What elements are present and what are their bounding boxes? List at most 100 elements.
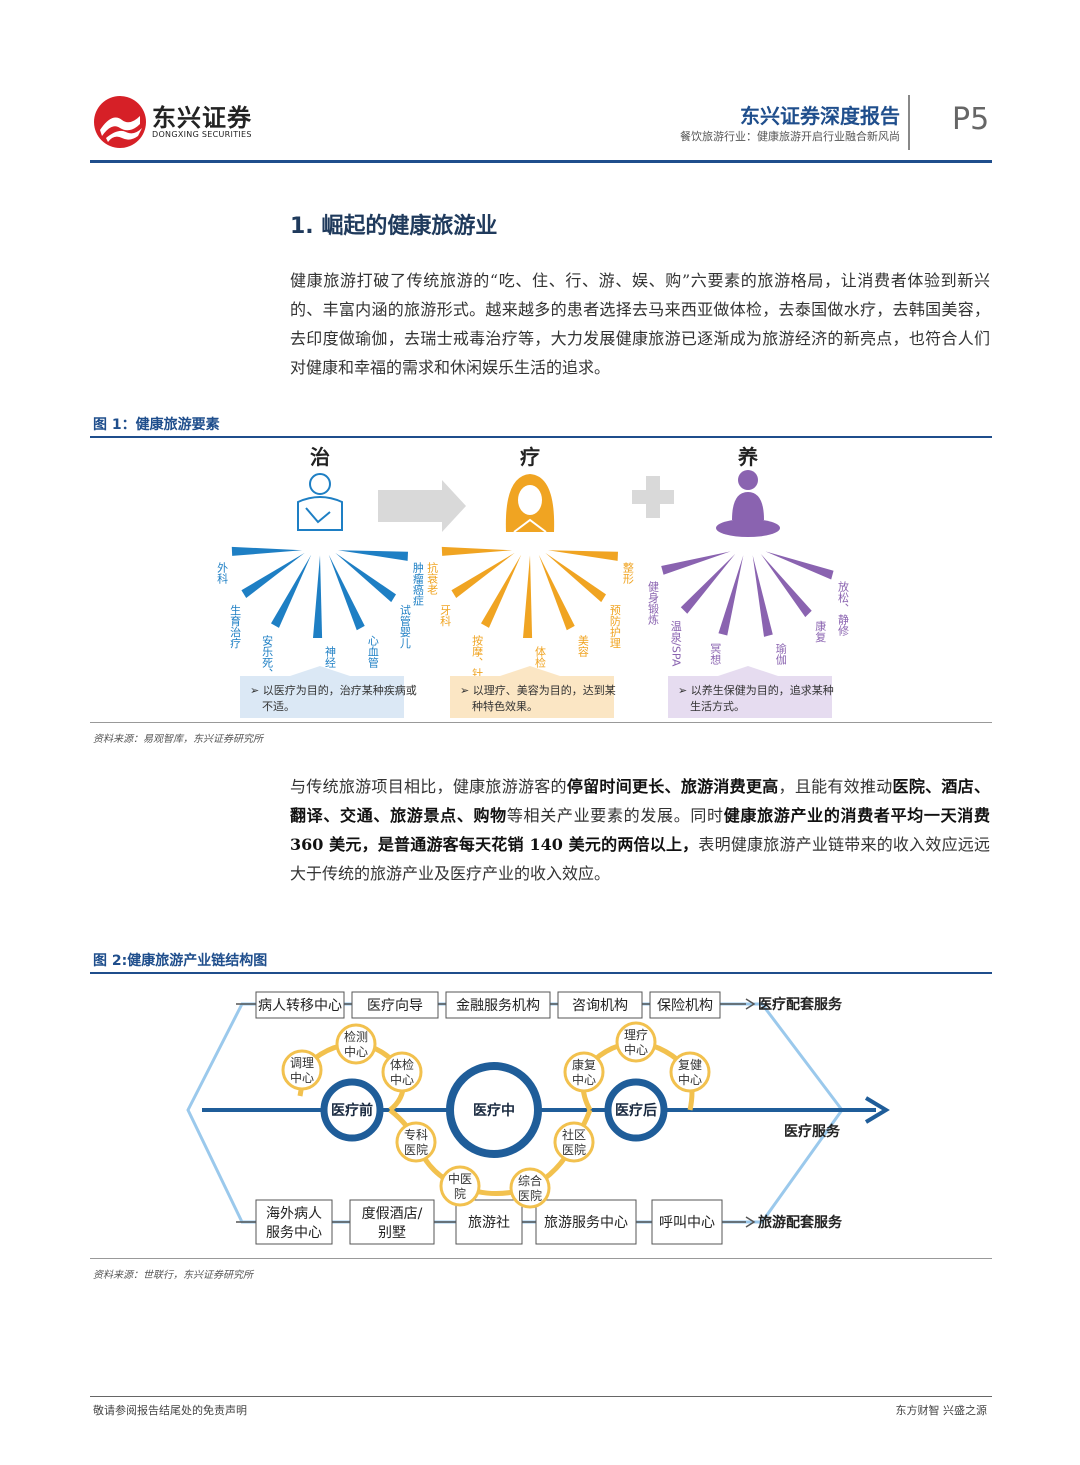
small-node-7 <box>563 1051 605 1093</box>
page-number: P5 <box>952 102 990 137</box>
ray-1-6 <box>547 550 619 561</box>
group-title-1: 疗 <box>520 445 540 469</box>
bottom-box-label-1-b: 别墅 <box>378 1225 406 1241</box>
small-node-label-5-a: 综合 <box>518 1173 542 1188</box>
small-node-label-9-b: 中心 <box>678 1072 702 1087</box>
small-node-3 <box>395 1121 437 1163</box>
p2-bold-1: 停留时间更长、旅游消费更高 <box>566 777 779 796</box>
woman-icon-face <box>518 485 542 515</box>
meditation-icon-head <box>738 470 758 490</box>
ray-2-2 <box>718 555 744 636</box>
ray-0-2 <box>271 554 312 628</box>
ray-2-0 <box>661 551 731 575</box>
small-node-1 <box>335 1023 377 1065</box>
health-tourism-elements-diagram: 治外科生育治疗安乐死、堕胎神经心血管试管婴儿肿瘤癌症➢ 以医疗为目的，治疗某种疾… <box>216 445 850 718</box>
small-node-9 <box>669 1051 711 1093</box>
ray-1-3 <box>523 555 533 638</box>
note-line1-2: ➢ 以养生保健为目的，追求某种 <box>678 683 834 697</box>
hub-0 <box>320 1078 384 1142</box>
bottom-box-label-0-a: 海外病人 <box>266 1206 322 1222</box>
figure-2-title: 图 2:健康旅游产业链结构图 <box>93 953 268 969</box>
top-box-3 <box>557 991 643 1019</box>
ray-0-4 <box>328 554 365 631</box>
small-node-8 <box>615 1021 657 1063</box>
ray-label-2-4: 康复 <box>814 619 827 643</box>
arrow-right-icon <box>378 480 466 532</box>
small-node-6 <box>553 1121 595 1163</box>
section-title: 1. 崛起的健康旅游业 <box>290 214 498 239</box>
bottom-arrowhead <box>745 1216 756 1228</box>
ray-2-4 <box>760 553 812 618</box>
ray-1-4 <box>538 554 575 631</box>
ray-0-1 <box>241 552 305 598</box>
top-box-2 <box>445 991 551 1019</box>
note-box-2 <box>668 666 832 718</box>
bottom-box-label-2: 旅游社 <box>468 1215 510 1231</box>
patient-icon-head <box>309 473 331 495</box>
ray-label-2-2: 冥想 <box>709 643 722 665</box>
ray-label-2-0: 健身锻炼 <box>646 580 659 625</box>
hub-1 <box>446 1062 542 1158</box>
ray-2-1 <box>680 553 736 614</box>
p2-text-4: 表明健康旅游产业链带来的收入效应远远大于传统的旅游产业及医疗产业的收入效应。 <box>290 835 990 883</box>
figure-1-source: 资料来源：易观智库，东兴证券研究所 <box>93 734 263 745</box>
sling-icon <box>305 507 331 524</box>
ray-label-0-3: 神经 <box>324 645 337 668</box>
small-node-label-9-a: 复健 <box>678 1058 702 1072</box>
header-divider <box>908 95 910 150</box>
small-node-label-2-a: 体检 <box>390 1057 414 1072</box>
top-box-label-1: 医疗向导 <box>367 998 423 1014</box>
header-rule <box>90 160 992 163</box>
hub-label-2: 医疗后 <box>615 1102 657 1119</box>
bottom-service-label: 旅游配套服务 <box>758 1214 843 1231</box>
ray-1-1 <box>451 552 515 598</box>
small-node-label-3-b: 医院 <box>404 1143 428 1157</box>
p2-bold-3: 健康旅游产业的消费者平均一天消费 360 美元，是普通游客每天花销 140 美元… <box>290 806 990 854</box>
small-node-label-6-b: 医院 <box>562 1143 586 1157</box>
small-node-0 <box>281 1049 323 1091</box>
ray-label-2-1: 温泉/SPA <box>669 620 682 667</box>
paragraph-1: 健康旅游打破了传统旅游的“吃、住、行、游、娱、购”六要素的旅游格局，让消费者体验… <box>290 271 990 377</box>
note-line1-0: ➢ 以医疗为目的，治疗某种疾病或 <box>250 683 417 697</box>
ray-label-0-5: 试管婴儿 <box>398 604 411 648</box>
p2-text-3: 等相关产业要素的发展。同时 <box>506 806 724 825</box>
note-line2-1: 种特色效果。 <box>472 699 538 713</box>
top-service-label: 医疗配套服务 <box>758 996 843 1013</box>
small-node-5 <box>509 1167 551 1209</box>
main-arrowhead <box>864 1096 890 1124</box>
top-box-1 <box>351 991 439 1019</box>
bottom-box-label-3: 旅游服务中心 <box>544 1215 628 1231</box>
note-box-0 <box>240 666 404 718</box>
small-node-label-4-b: 院 <box>454 1187 466 1201</box>
note-box-1 <box>450 666 614 718</box>
hub-2 <box>604 1078 668 1142</box>
ray-0-0 <box>231 546 303 556</box>
small-node-label-8-b: 中心 <box>624 1042 648 1057</box>
hub-label-0: 医疗前 <box>331 1102 373 1119</box>
logo-english: DONGXING SECURITIES <box>152 130 252 139</box>
footer-rule <box>90 1396 992 1397</box>
small-node-2 <box>381 1051 423 1093</box>
bottom-box-2 <box>455 1199 523 1245</box>
bottom-box-label-1-a: 度假酒店/ <box>362 1206 423 1222</box>
ray-2-5 <box>765 551 834 580</box>
ray-label-0-1: 生育治疗 <box>229 603 242 649</box>
small-node-label-7-a: 康复 <box>572 1057 596 1072</box>
ray-label-2-3: 瑜伽 <box>774 642 787 666</box>
group-title-0: 治 <box>310 445 330 469</box>
ray-label-1-0: 抗衰老 <box>426 561 439 595</box>
ray-2-3 <box>752 555 773 637</box>
small-node-label-8-a: 理疗 <box>624 1028 648 1042</box>
ray-label-1-6: 整形 <box>621 561 634 585</box>
bottom-box-label-0-b: 服务中心 <box>266 1225 322 1241</box>
paragraph-2: 与传统旅游项目相比，健康旅游游客的停留时间更长、旅游消费更高，且能有效推动医院、… <box>290 772 990 888</box>
bottom-box-3 <box>535 1199 637 1245</box>
logo-name: 东兴证券 <box>152 104 252 132</box>
hub-label-1: 医疗中 <box>473 1102 515 1119</box>
report-subtitle: 餐饮旅游行业：健康旅游开启行业融合新风尚 <box>680 130 900 143</box>
small-node-label-6-a: 社区 <box>562 1127 586 1142</box>
ray-label-1-4: 美容 <box>576 635 589 658</box>
ray-label-1-1: 牙科 <box>439 604 452 626</box>
group-title-2: 养 <box>737 445 758 469</box>
figure-1-bottom-rule <box>90 722 992 723</box>
